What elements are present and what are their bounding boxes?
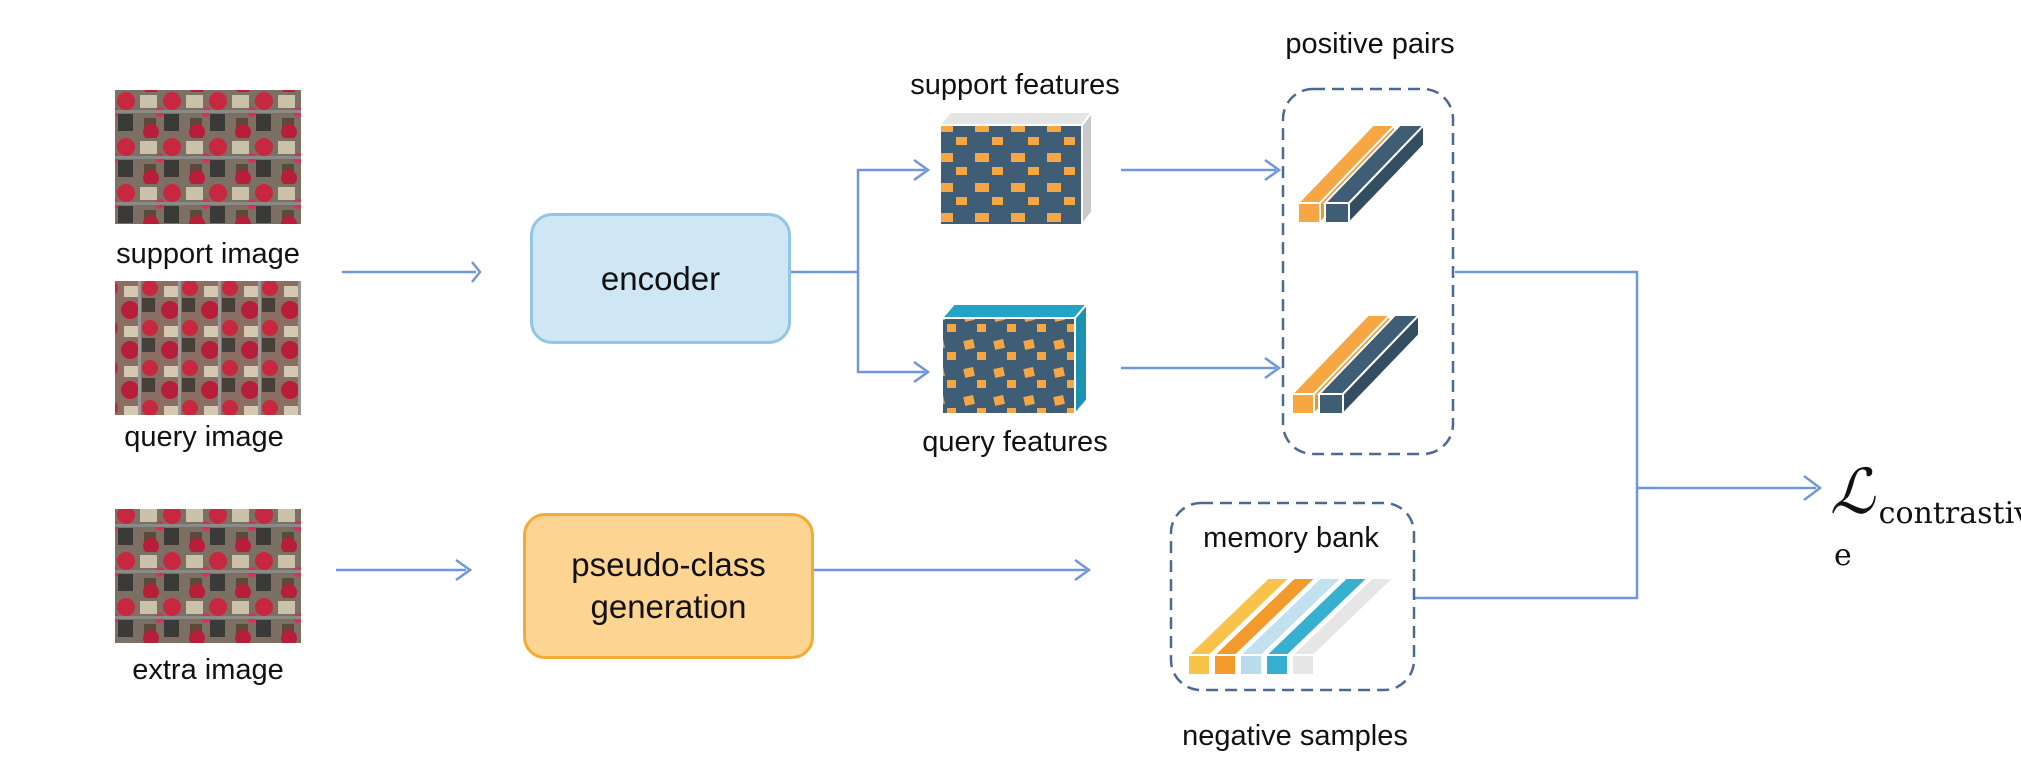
arrow-icon bbox=[455, 558, 473, 582]
memory-bank-label: memory bank bbox=[1203, 522, 1379, 554]
arrow-icon bbox=[1074, 558, 1092, 582]
query-features-cube bbox=[939, 301, 1090, 417]
arrow-icon bbox=[913, 360, 931, 384]
extra-image-label: extra image bbox=[132, 654, 284, 686]
pseudo-class-label-line1: pseudo-class bbox=[571, 546, 766, 583]
support-features-cube bbox=[937, 109, 1095, 228]
negative-samples-label: negative samples bbox=[1182, 720, 1408, 752]
loss-symbol: ℒ bbox=[1830, 455, 1875, 528]
pseudo-class-label-line2: generation bbox=[590, 588, 747, 625]
encoder-label: encoder bbox=[600, 259, 721, 297]
arrow-encoder-to-query-features bbox=[856, 272, 925, 374]
positive-pairs-label: positive pairs bbox=[1285, 28, 1455, 60]
loss-subscript: contrastiv e bbox=[1834, 496, 2021, 573]
support-image-label: support image bbox=[116, 238, 300, 270]
positive-pairs-frame bbox=[1281, 87, 1455, 456]
arrow-icon bbox=[471, 261, 482, 283]
support-features-label: support features bbox=[910, 69, 1120, 101]
support-aerial-image bbox=[115, 90, 301, 224]
arrow-lines bbox=[336, 158, 1823, 600]
arrow-icon bbox=[1264, 158, 1282, 182]
query-aerial-image bbox=[115, 281, 301, 415]
memory-bank-samples bbox=[1185, 577, 1397, 676]
positive-pair-top bbox=[1295, 122, 1427, 226]
extra-aerial-image bbox=[115, 509, 301, 643]
memory-bank-frame bbox=[1169, 501, 1416, 692]
arrow-icon bbox=[1264, 356, 1282, 380]
arrow-icon bbox=[913, 158, 931, 182]
arrow-icon bbox=[1803, 475, 1823, 501]
query-features-label: query features bbox=[922, 426, 1108, 458]
arrow-merge-lines bbox=[1413, 270, 1639, 600]
encoder-module: encoder bbox=[530, 213, 791, 344]
query-image-label: query image bbox=[124, 421, 284, 453]
positive-pair-bottom bbox=[1289, 312, 1422, 417]
arrow-encoder-to-support-features bbox=[788, 168, 925, 274]
pseudo-class-generation-module: pseudo-class generation bbox=[523, 513, 814, 659]
